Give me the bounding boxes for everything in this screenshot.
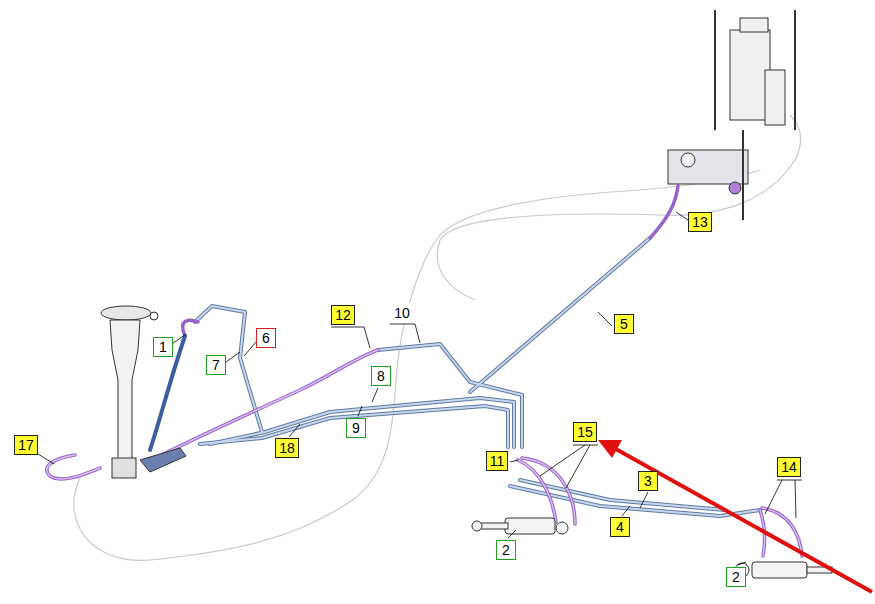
callout-number: 17	[14, 435, 38, 455]
callout-number: 8	[371, 366, 391, 386]
cylinders	[472, 518, 832, 578]
callout-number: 15	[573, 422, 597, 442]
callout-number: 12	[331, 305, 355, 325]
callout-number: 5	[614, 314, 634, 334]
callout-number: 2	[726, 567, 746, 587]
leader-lines	[38, 212, 802, 565]
callout-number: 11	[486, 451, 509, 471]
callout-number: 2	[496, 540, 516, 560]
callout-number: 6	[256, 328, 276, 348]
callout-number: 3	[638, 471, 658, 491]
rigid-pipes	[195, 238, 760, 516]
hoses	[47, 186, 802, 556]
steering-column	[101, 306, 186, 478]
callout-number: 1	[153, 337, 173, 357]
valve-and-reservoir	[668, 10, 795, 220]
callout-number: 10	[390, 303, 414, 323]
cable	[74, 115, 801, 560]
callout-number: 14	[777, 457, 801, 477]
pointer-arrow	[598, 440, 872, 592]
callout-number: 18	[275, 438, 299, 458]
callout-number: 13	[688, 212, 712, 232]
callout-number: 9	[346, 418, 366, 438]
callout-number: 4	[610, 517, 630, 537]
callout-number: 7	[206, 355, 226, 375]
